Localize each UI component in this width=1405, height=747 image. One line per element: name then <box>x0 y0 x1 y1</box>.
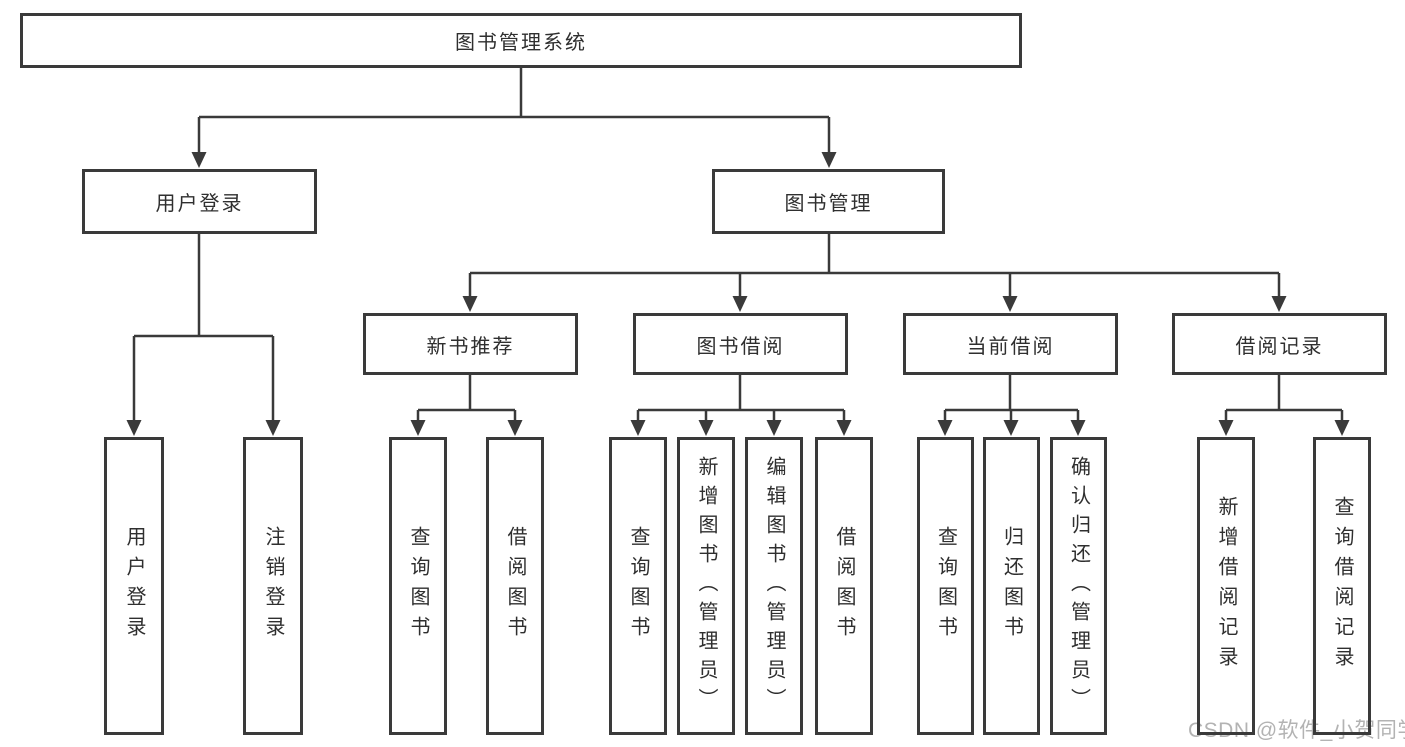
leaf-query-book-2: 查询图书 <box>609 437 667 735</box>
leaf-add-book-admin-label: 新增图书（管理员） <box>695 455 717 717</box>
node-current-borrow-label: 当前借阅 <box>966 335 1055 358</box>
leaf-user-login: 用户登录 <box>104 437 164 735</box>
leaf-borrow-book-2-label: 借阅图书 <box>833 526 855 646</box>
leaf-query-borrow-record-label: 查询借阅记录 <box>1331 496 1353 676</box>
leaf-return-book-label: 归还图书 <box>1000 526 1023 646</box>
node-book-borrow-label: 图书借阅 <box>696 335 785 358</box>
leaf-logout: 注销登录 <box>243 437 303 735</box>
node-root-label: 图书管理系统 <box>455 32 587 54</box>
leaf-logout-label: 注销登录 <box>262 526 284 646</box>
leaf-query-book-3: 查询图书 <box>917 437 974 735</box>
leaf-confirm-return-admin: 确认归还（管理员） <box>1050 437 1107 735</box>
node-new-book-recommend-label: 新书推荐 <box>426 335 515 358</box>
leaf-query-book-1-label: 查询图书 <box>407 526 429 646</box>
leaf-edit-book-admin: 编辑图书（管理员） <box>745 437 803 735</box>
node-current-borrow: 当前借阅 <box>903 313 1118 375</box>
leaf-add-borrow-record-label: 新增借阅记录 <box>1215 496 1237 676</box>
leaf-confirm-return-admin-label: 确认归还（管理员） <box>1067 455 1090 717</box>
leaf-query-borrow-record: 查询借阅记录 <box>1313 437 1371 735</box>
node-book-management: 图书管理 <box>712 169 945 234</box>
leaf-borrow-book-1-label: 借阅图书 <box>504 526 526 646</box>
node-borrow-record: 借阅记录 <box>1172 313 1387 375</box>
leaf-add-book-admin: 新增图书（管理员） <box>677 437 735 735</box>
node-root: 图书管理系统 <box>20 13 1022 68</box>
leaf-edit-book-admin-label: 编辑图书（管理员） <box>763 455 785 717</box>
node-user-login: 用户登录 <box>82 169 317 234</box>
leaf-add-borrow-record: 新增借阅记录 <box>1197 437 1255 735</box>
node-user-login-label: 用户登录 <box>155 193 244 215</box>
node-new-book-recommend: 新书推荐 <box>363 313 578 375</box>
leaf-query-book-3-label: 查询图书 <box>934 526 957 646</box>
leaf-query-book-1: 查询图书 <box>389 437 447 735</box>
node-book-management-label: 图书管理 <box>784 193 873 215</box>
node-book-borrow: 图书借阅 <box>633 313 848 375</box>
leaf-query-book-2-label: 查询图书 <box>627 526 649 646</box>
leaf-user-login-label: 用户登录 <box>123 526 145 646</box>
node-borrow-record-label: 借阅记录 <box>1235 335 1324 358</box>
csdn-watermark: CSDN @软件_小贺同学 <box>1188 719 1405 742</box>
leaf-return-book: 归还图书 <box>983 437 1040 735</box>
leaf-borrow-book-1: 借阅图书 <box>486 437 544 735</box>
leaf-borrow-book-2: 借阅图书 <box>815 437 873 735</box>
